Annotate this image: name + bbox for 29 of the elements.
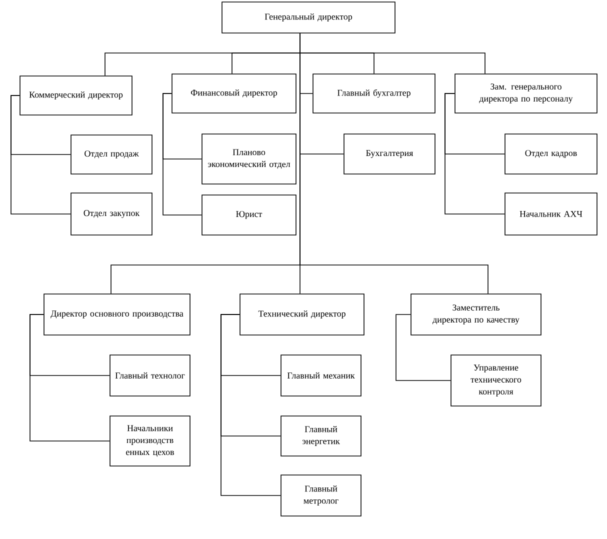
- org-box: Главный энергетик: [280, 416, 362, 456]
- org-box: Начальник АХЧ: [504, 192, 598, 236]
- org-box: Главный технолог: [110, 354, 190, 396]
- org-box: Управление технического контроля: [450, 354, 542, 406]
- org-box: Финансовый директор: [172, 74, 296, 114]
- connector-line: [30, 314, 110, 442]
- org-box: Зам. генерального директора по персоналу: [454, 74, 598, 114]
- org-box: Технический директор: [240, 294, 364, 336]
- connector-line: [162, 93, 202, 216]
- connector-line: [220, 314, 281, 496]
- org-box: Начальники производств енных цехов: [110, 416, 190, 466]
- connector-line: [300, 93, 344, 154]
- org-box: Генеральный директор: [222, 2, 396, 34]
- connector-line: [300, 33, 488, 294]
- org-box: Заместитель директора по качеству: [410, 294, 542, 336]
- org-box: Отдел продаж: [70, 134, 152, 174]
- org-box: Главный механик: [280, 354, 362, 396]
- org-box: Директор основного производства: [44, 294, 190, 336]
- org-box: Отдел кадров: [504, 134, 598, 174]
- org-box: Главный бухгалтер: [312, 74, 436, 114]
- org-box: Отдел закупок: [70, 192, 152, 236]
- connector-line: [444, 93, 505, 214]
- connector-line: [10, 95, 71, 214]
- connector-line: [396, 314, 451, 381]
- org-box: Планово экономический отдел: [202, 134, 296, 184]
- org-box: Коммерческий директор: [20, 76, 132, 116]
- org-box: Бухгалтерия: [344, 134, 436, 174]
- org-box: Юрист: [202, 194, 296, 236]
- org-box: Главный метролог: [280, 474, 362, 516]
